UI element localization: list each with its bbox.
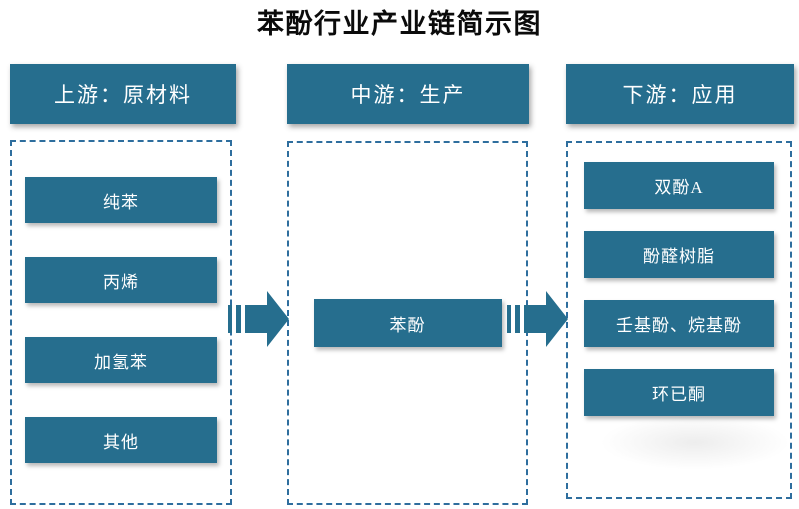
midstream-panel: 苯酚 bbox=[287, 141, 528, 505]
downstream-item-cyclohexanone: 环已酮 bbox=[584, 369, 774, 416]
upstream-header: 上游：原材料 bbox=[10, 64, 236, 124]
upstream-item-hydrogenated-benzene: 加氢苯 bbox=[25, 337, 217, 383]
upstream-item-pure-benzene: 纯苯 bbox=[25, 177, 217, 223]
downstream-header: 下游：应用 bbox=[566, 64, 794, 124]
upstream-header-label: 上游：原材料 bbox=[54, 83, 192, 107]
downstream-item-nonylphenol-alkylphenol: 壬基酚、烷基酚 bbox=[584, 300, 774, 347]
downstream-header-label: 下游：应用 bbox=[622, 83, 738, 107]
upstream-item-propylene: 丙烯 bbox=[25, 257, 217, 303]
upstream-item-others: 其他 bbox=[25, 417, 217, 463]
downstream-item-phenolic-resin: 酚醛树脂 bbox=[584, 231, 774, 278]
midstream-header-label: 中游：生产 bbox=[350, 83, 466, 107]
diagram-title: 苯酚行业产业链简示图 bbox=[257, 9, 542, 39]
downstream-item-bisphenol-a: 双酚A bbox=[584, 162, 774, 209]
upstream-panel: 纯苯 丙烯 加氢苯 其他 bbox=[10, 140, 232, 505]
downstream-panel: 双酚A 酚醛树脂 壬基酚、烷基酚 环已酮 bbox=[566, 141, 792, 499]
midstream-header: 中游：生产 bbox=[287, 64, 529, 124]
midstream-item-phenol: 苯酚 bbox=[313, 299, 502, 347]
flow-arrow-upstream-to-midstream-icon bbox=[228, 290, 290, 348]
flow-arrow-midstream-to-downstream-icon bbox=[507, 290, 569, 348]
